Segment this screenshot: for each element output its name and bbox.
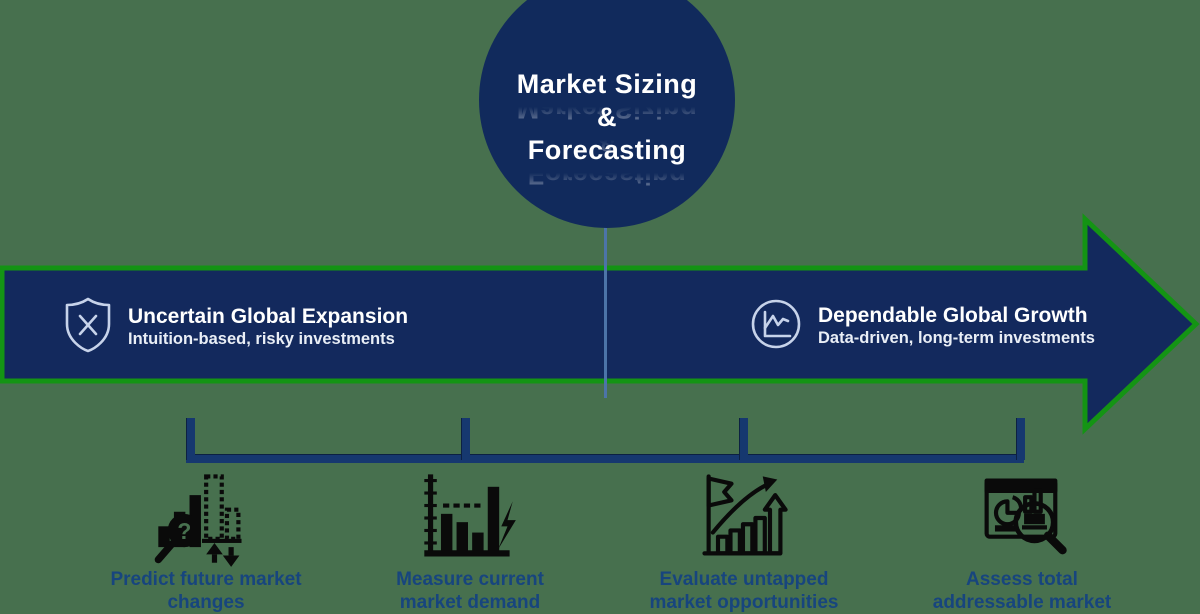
svg-text:?: ?: [177, 518, 191, 544]
banner-right-title: Dependable Global Growth: [818, 304, 1088, 327]
banner-left-title: Uncertain Global Expansion: [128, 305, 409, 328]
arrow-banner: [0, 213, 1200, 435]
report-magnifier-icon: [970, 466, 1074, 570]
arrow-shape: [0, 213, 1200, 435]
item-label-2-line1: Measure current: [396, 569, 544, 590]
item-label-4-line1: Assess total: [966, 569, 1078, 590]
item-label-1-line1: Predict future market: [110, 569, 302, 590]
title-line-3: Forecasting: [527, 134, 687, 165]
bracket-bar: [186, 454, 1024, 463]
bracket-tick-2: [461, 418, 470, 460]
magnifier-bar-chart-icon: ?: [150, 466, 254, 570]
banner-left-subtitle: Intuition-based, risky investments: [128, 330, 395, 348]
banner-left-section: Uncertain Global Expansion Intuition-bas…: [64, 296, 408, 359]
line-chart-circle-icon: [750, 298, 802, 355]
flag-growth-chart-icon: [692, 466, 796, 570]
connector-line: [604, 226, 607, 398]
banner-right-textblock: Dependable Global Growth Data-driven, lo…: [818, 304, 1095, 349]
title-circle-text: Market Sizing & Forecasting: [517, 68, 698, 167]
bracket-tick-1: [186, 418, 195, 460]
banner-right-subtitle: Data-driven, long-term investments: [818, 329, 1095, 347]
title-line-2: &: [596, 101, 617, 132]
bracket-tick-4: [1016, 418, 1025, 460]
bracket-tick-3: [739, 418, 748, 460]
title-circle: Market Sizing & Forecasting: [479, 0, 735, 228]
item-label-3-line1: Evaluate untapped: [659, 569, 829, 590]
bar-chart-lightning-icon: [416, 466, 520, 570]
title-line-1: Market Sizing: [516, 68, 698, 99]
banner-right-section: Dependable Global Growth Data-driven, lo…: [750, 298, 1095, 355]
banner-left-textblock: Uncertain Global Expansion Intuition-bas…: [128, 305, 408, 350]
shield-x-icon: [64, 296, 112, 359]
